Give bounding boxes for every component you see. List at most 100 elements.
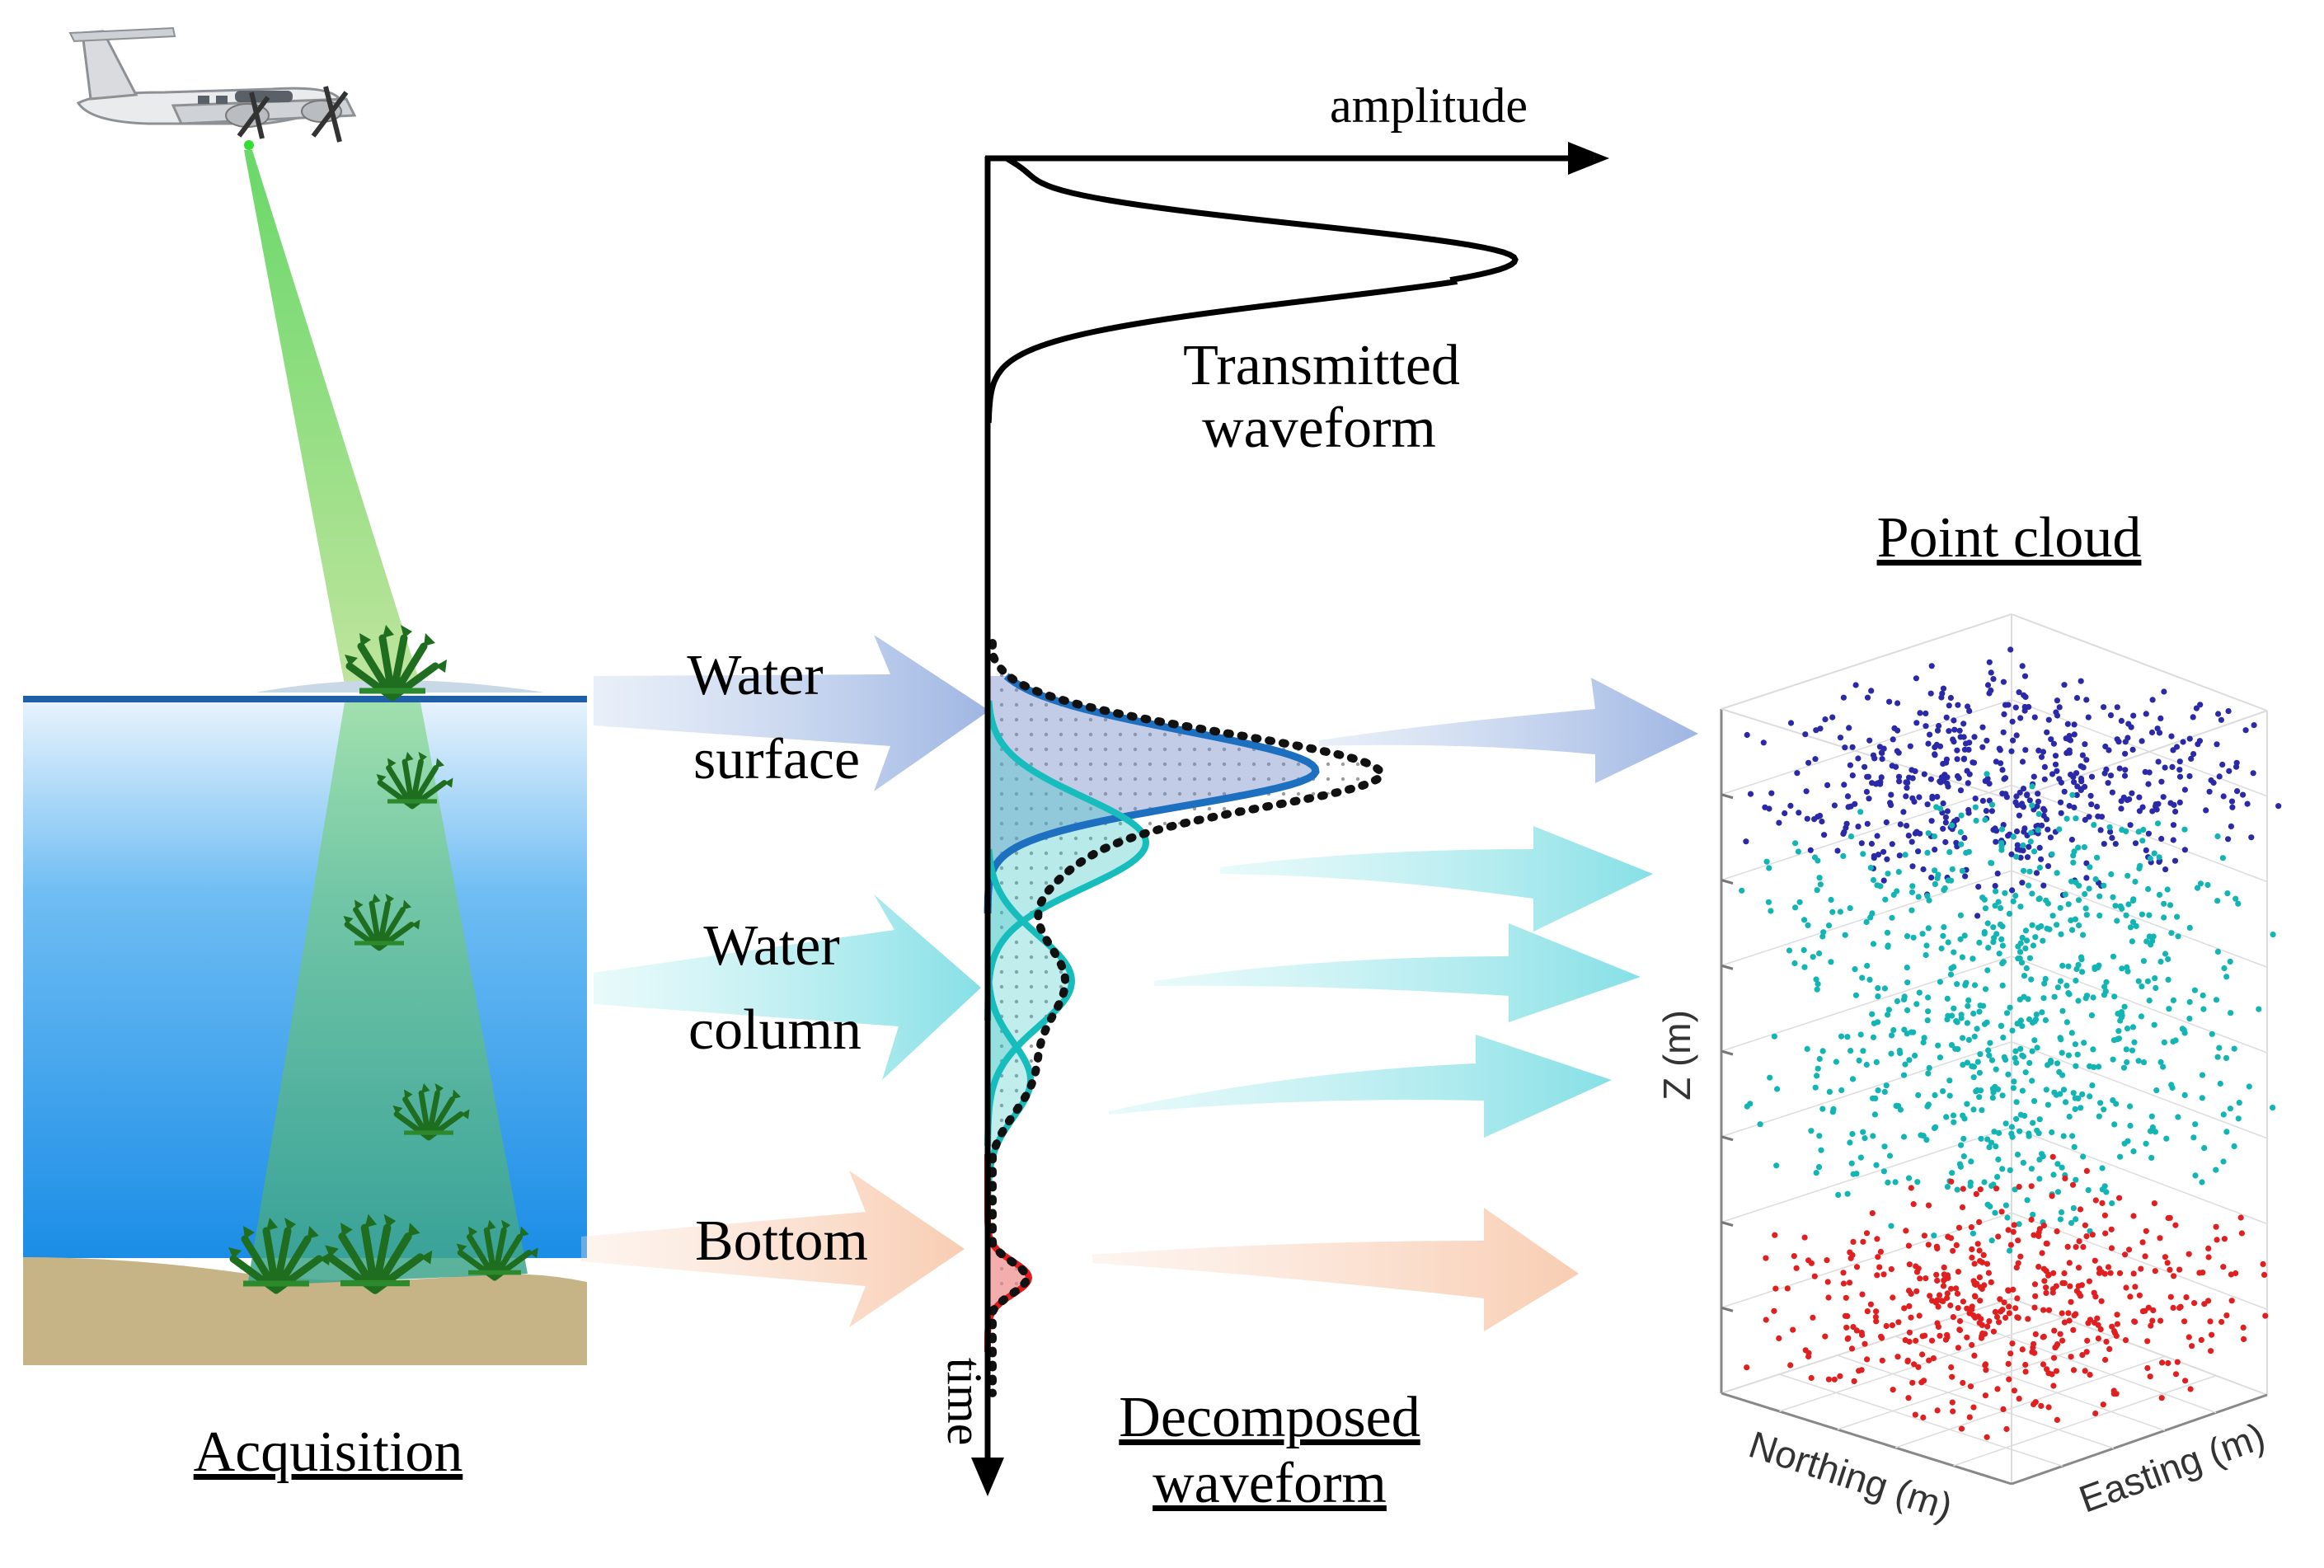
cloud-point bbox=[1874, 1236, 1880, 1242]
cloud-point bbox=[2088, 1012, 2095, 1019]
cloud-point bbox=[1941, 1277, 1947, 1284]
cloud-point bbox=[1984, 1136, 1991, 1143]
cloud-point bbox=[1961, 1115, 1968, 1122]
cloud-point bbox=[1864, 1308, 1871, 1315]
cloud-point bbox=[2161, 900, 2167, 907]
cloud-point bbox=[1801, 946, 1807, 954]
cloud-point bbox=[1932, 752, 1938, 758]
cloud-point bbox=[2140, 826, 2147, 833]
grid-line bbox=[2011, 955, 2268, 1054]
cloud-point bbox=[2070, 1090, 2077, 1096]
cloud-point bbox=[2135, 978, 2142, 984]
cloud-point bbox=[1976, 1069, 1983, 1076]
cloud-point bbox=[2164, 886, 2171, 893]
cloud-point bbox=[1986, 1052, 1993, 1059]
cloud-point bbox=[2083, 1233, 2090, 1240]
cloud-point bbox=[2112, 841, 2119, 847]
cloud-point bbox=[1984, 967, 1991, 974]
cloud-point bbox=[2061, 682, 2068, 688]
cloud-point bbox=[1743, 838, 1749, 845]
cloud-point bbox=[1864, 820, 1871, 827]
cloud-point bbox=[1846, 1279, 1853, 1286]
cloud-point bbox=[1768, 908, 1774, 914]
grid-line bbox=[1721, 879, 1734, 885]
cloud-point bbox=[2171, 801, 2177, 809]
cloud-point bbox=[2218, 1318, 2225, 1326]
cloud-point bbox=[2025, 1316, 2031, 1322]
cloud-point bbox=[1791, 960, 1798, 967]
cloud-point bbox=[1876, 744, 1883, 750]
cloud-point bbox=[1998, 1023, 2004, 1030]
cloud-point bbox=[2056, 704, 2063, 711]
cloud-point bbox=[1849, 1076, 1857, 1082]
cloud-point bbox=[2057, 904, 2063, 911]
cloud-point bbox=[2158, 835, 2165, 843]
cloud-point bbox=[1824, 1279, 1831, 1285]
cloud-point bbox=[2124, 1059, 2130, 1066]
cloud-point bbox=[1987, 1040, 1993, 1046]
cloud-point bbox=[2170, 747, 2176, 753]
cloud-point bbox=[1954, 756, 1960, 763]
cloud-point bbox=[1896, 852, 1903, 859]
cloud-point bbox=[1875, 1254, 1881, 1261]
cloud-point bbox=[1829, 1109, 1836, 1115]
cloud-point bbox=[2083, 1349, 2090, 1355]
cloud-point bbox=[2181, 826, 2188, 833]
cloud-point bbox=[1945, 1233, 1951, 1240]
cloud-point bbox=[1970, 955, 1976, 962]
cloud-point bbox=[2040, 1333, 2047, 1340]
cloud-point bbox=[1946, 702, 1952, 709]
cloud-point bbox=[2102, 743, 2109, 750]
cloud-point bbox=[2073, 965, 2080, 973]
cloud-point bbox=[1932, 847, 1938, 853]
cloud-point bbox=[2035, 810, 2042, 818]
cloud-point bbox=[1848, 1345, 1856, 1352]
cloud-point bbox=[2012, 1048, 2019, 1054]
cloud-point bbox=[1841, 782, 1847, 788]
cloud-point bbox=[1935, 871, 1941, 878]
cloud-point bbox=[1953, 1242, 1960, 1248]
cloud-point bbox=[1895, 1103, 1902, 1110]
cloud-point bbox=[1857, 809, 1864, 815]
cloud-point bbox=[1804, 815, 1810, 822]
cloud-point bbox=[1932, 744, 1938, 751]
cloud-point bbox=[2167, 902, 2174, 908]
cloud-point bbox=[2181, 1091, 2188, 1098]
cloud-point bbox=[1805, 1257, 1812, 1264]
cloud-point bbox=[1792, 840, 1799, 847]
cloud-point bbox=[1960, 1062, 1966, 1068]
cloud-point bbox=[1940, 685, 1947, 692]
cloud-point bbox=[2056, 1068, 2063, 1075]
water-surface-label-line2: surface bbox=[693, 728, 860, 791]
cloud-point bbox=[1875, 993, 1881, 1000]
cloud-point bbox=[2145, 1304, 2152, 1311]
cloud-point bbox=[1849, 772, 1856, 779]
cloud-point bbox=[2072, 1106, 2078, 1112]
cloud-point bbox=[1988, 669, 1994, 676]
cloud-point bbox=[2050, 1171, 2057, 1178]
cloud-point bbox=[2073, 695, 2081, 702]
cloud-point bbox=[2111, 1121, 2118, 1128]
cloud-point bbox=[2022, 1361, 2029, 1368]
cloud-point bbox=[2017, 904, 2024, 910]
cloud-point bbox=[2054, 870, 2060, 876]
cloud-point bbox=[1925, 1242, 1932, 1248]
cloud-point bbox=[2219, 855, 2226, 861]
cloud-point bbox=[2127, 924, 2134, 931]
cloud-point bbox=[2227, 1106, 2233, 1112]
cloud-point bbox=[2005, 1287, 2012, 1293]
cloud-point bbox=[1979, 797, 1986, 805]
cloud-point bbox=[1997, 921, 2004, 927]
cloud-point bbox=[1816, 950, 1823, 957]
cloud-point bbox=[2045, 1404, 2052, 1411]
cloud-point bbox=[2115, 1028, 2122, 1035]
cloud-point bbox=[1921, 1232, 1927, 1239]
cloud-point bbox=[1966, 707, 1973, 715]
cloud-point bbox=[1786, 947, 1793, 954]
cloud-point bbox=[1934, 1245, 1941, 1251]
cloud-point bbox=[2102, 1230, 2109, 1237]
cloud-point bbox=[1980, 1251, 1987, 1258]
cloud-point bbox=[1926, 1064, 1932, 1071]
cloud-point bbox=[1868, 688, 1875, 694]
cloud-point bbox=[1996, 745, 2002, 752]
